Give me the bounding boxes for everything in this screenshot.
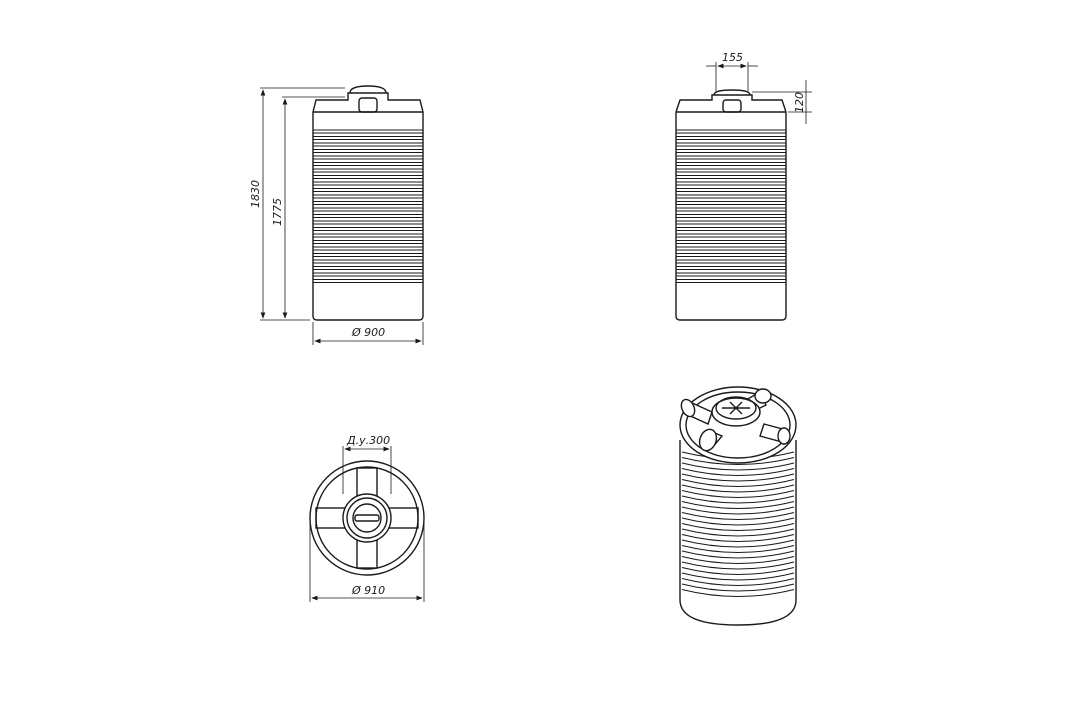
rib-line [313, 188, 423, 192]
rib-line [313, 201, 423, 205]
rib-line [681, 512, 795, 520]
rib-line [313, 142, 423, 147]
rib-line [681, 567, 795, 575]
rib-line [681, 495, 795, 504]
isometric-view [679, 386, 797, 626]
rib-line [313, 233, 423, 238]
rib-line [676, 155, 786, 160]
rib-line [681, 462, 795, 471]
rib-line [681, 589, 795, 597]
rib-line [676, 279, 786, 283]
dim-total-height: 1830 [249, 180, 262, 208]
rib-line [676, 214, 786, 218]
rib-line [313, 149, 423, 153]
dim-top-diameter: Ø 910 [351, 584, 385, 597]
rib-line [676, 266, 786, 270]
rib-line [676, 168, 786, 173]
rib-line [681, 473, 795, 482]
rib-line [676, 207, 786, 212]
rib-line [681, 534, 795, 542]
rib-line [681, 572, 795, 581]
dim-lid-height: 120 [793, 92, 806, 113]
rib-line [681, 561, 795, 570]
rib-line [676, 259, 786, 264]
rib-line [681, 468, 795, 476]
rib-line [313, 168, 423, 173]
rib-line [681, 578, 795, 586]
rib-line [676, 240, 786, 244]
dim-body-diameter: Ø 900 [351, 326, 385, 339]
rib-line [313, 279, 423, 283]
rib-line [313, 155, 423, 160]
rib-line [313, 246, 423, 251]
rib-line [313, 214, 423, 218]
rib-line [681, 490, 795, 498]
rib-line [681, 517, 795, 526]
side-view: 155 120 [675, 51, 812, 321]
rib-line [681, 583, 795, 592]
rib-line [676, 181, 786, 186]
rib-line [681, 539, 795, 548]
rib-line [313, 227, 423, 231]
top-view: Д.у.300 Ø 910 [309, 434, 425, 602]
rib-line [676, 129, 786, 134]
iso-ribs [681, 451, 795, 597]
rib-line [676, 162, 786, 166]
rib-line [676, 272, 786, 277]
rib-line [681, 556, 795, 564]
rib-line [313, 266, 423, 270]
rib-line [313, 162, 423, 166]
rib-line [676, 220, 786, 225]
rib-line [313, 207, 423, 212]
rib-line [681, 457, 795, 465]
front-view: 1830 1775 Ø 900 [249, 85, 424, 345]
rib-line [313, 253, 423, 257]
rib-line [681, 545, 795, 553]
rib-line [313, 136, 423, 140]
rib-line [313, 259, 423, 264]
rib-line [681, 479, 795, 487]
rib-line [313, 272, 423, 277]
rib-line [681, 484, 795, 493]
rib-line [676, 188, 786, 192]
rib-line [676, 142, 786, 147]
rib-line [313, 181, 423, 186]
rib-line [676, 175, 786, 179]
rib-line [676, 194, 786, 199]
rib-line [676, 227, 786, 231]
rib-line [676, 233, 786, 238]
rib-line [676, 253, 786, 257]
rib-line [681, 506, 795, 515]
rib-line [313, 220, 423, 225]
rib-line [313, 194, 423, 199]
rib-line [676, 149, 786, 153]
rib-line [681, 501, 795, 509]
dim-neck: Д.у.300 [346, 434, 390, 447]
rib-line [681, 550, 795, 559]
rib-line [676, 201, 786, 205]
side-ribs [676, 129, 786, 283]
rib-line [681, 523, 795, 531]
rib-line [676, 246, 786, 251]
rib-line [313, 129, 423, 134]
front-ribs [313, 129, 423, 283]
rib-line [313, 175, 423, 179]
rib-line [313, 240, 423, 244]
rib-line [676, 136, 786, 140]
rib-line [681, 528, 795, 537]
dim-lid-width: 155 [722, 51, 743, 64]
dim-body-height: 1775 [271, 198, 284, 226]
